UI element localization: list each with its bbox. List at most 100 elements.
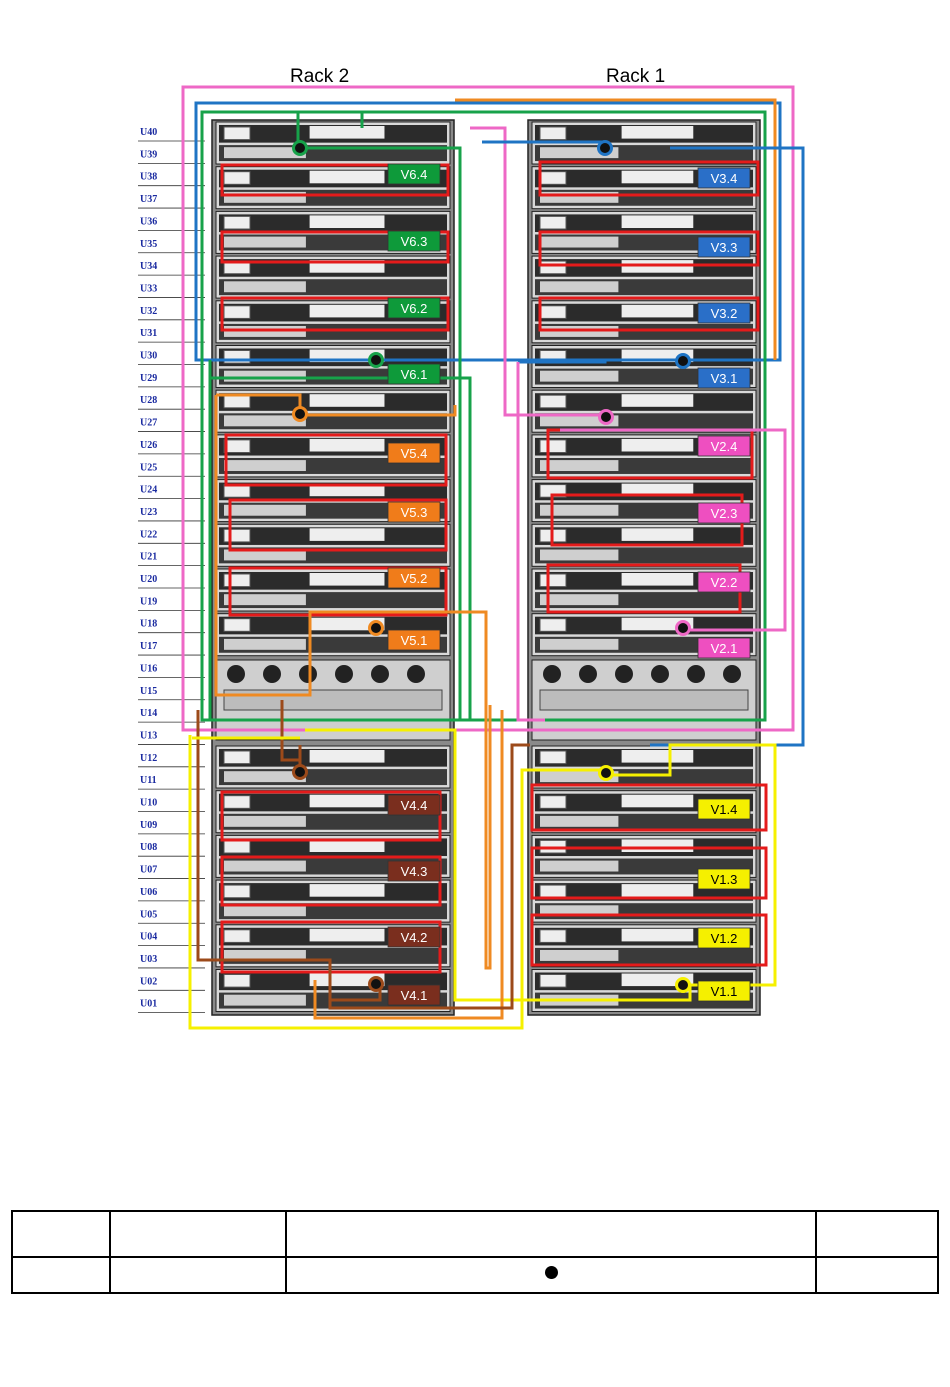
volume-label-text: V6.3	[401, 234, 428, 249]
unit-label: U37	[140, 194, 157, 205]
volume-label-text: V5.1	[401, 633, 428, 648]
volume-label: V4.1	[387, 984, 441, 1006]
volume-label-box	[387, 629, 441, 651]
server-chassis	[215, 523, 451, 567]
volume-label-text: V6.2	[401, 301, 428, 316]
cable	[196, 710, 382, 1002]
volume-label: V3.1	[697, 367, 751, 389]
volume-label-text: V1.4	[711, 802, 738, 817]
power-supply	[223, 618, 251, 632]
cable	[220, 163, 450, 197]
volume-label: V5.2	[387, 567, 441, 589]
volume-label-box	[697, 927, 751, 949]
volume-label: V1.1	[697, 980, 751, 1002]
server-chassis	[215, 745, 451, 789]
server-chassis	[531, 255, 757, 299]
cable	[538, 230, 760, 267]
volume-label-box	[387, 794, 441, 816]
cable	[516, 362, 545, 722]
drive-slot	[224, 638, 306, 650]
legend-cell	[109, 1210, 287, 1258]
unit-label: U40	[140, 127, 157, 138]
unit-label: U10	[140, 798, 157, 809]
power-supply	[223, 215, 251, 230]
drive-slot	[224, 460, 306, 472]
volume-label-box	[387, 230, 441, 252]
io-panel	[309, 394, 385, 407]
cable	[546, 563, 742, 614]
unit-label: U22	[140, 529, 157, 540]
io-panel	[621, 928, 694, 942]
drive-slot	[224, 370, 306, 382]
cable	[208, 360, 472, 722]
power-supply	[223, 974, 251, 988]
drive-slot	[540, 415, 619, 427]
unit-label: U29	[140, 373, 157, 384]
io-panel	[309, 973, 385, 987]
volume-label-box	[697, 367, 751, 389]
volume-label-text: V3.1	[711, 371, 738, 386]
unit-label: U35	[140, 239, 157, 250]
cable	[530, 783, 768, 832]
connection-dot	[597, 140, 613, 156]
unit-label: U39	[140, 149, 157, 160]
power-supply	[539, 394, 567, 409]
volume-label: V1.2	[697, 927, 751, 949]
unit-label: U23	[140, 507, 157, 518]
drive-slot	[540, 860, 619, 872]
io-panel	[621, 884, 694, 897]
cable	[538, 296, 760, 332]
volume-label: V5.4	[387, 442, 441, 464]
io-panel	[309, 215, 385, 228]
connection-dot	[675, 977, 691, 993]
connection-dot	[598, 409, 614, 425]
volume-label-text: V2.2	[711, 575, 738, 590]
drive-slot	[224, 950, 306, 961]
power-supply	[539, 439, 567, 453]
power-supply	[223, 573, 251, 588]
server-chassis	[531, 745, 757, 789]
cable	[530, 846, 768, 900]
power-supply	[539, 260, 567, 275]
volume-label: V1.4	[697, 798, 751, 820]
volume-label-text: V3.3	[711, 240, 738, 255]
volume-label-box	[387, 926, 441, 948]
drive-slot	[540, 771, 619, 783]
unit-label: U24	[140, 485, 157, 496]
connection-dot	[292, 406, 308, 422]
fan-icon	[299, 665, 317, 683]
cable	[560, 428, 787, 632]
io-panel	[621, 215, 694, 228]
volume-label: V6.1	[387, 363, 441, 385]
io-panel	[621, 750, 694, 763]
volume-label-box	[387, 501, 441, 523]
unit-label: U18	[140, 619, 157, 630]
switch-chassis	[531, 659, 757, 741]
unit-label: U28	[140, 395, 157, 406]
fan-icon	[407, 665, 425, 683]
power-supply	[223, 305, 251, 319]
fan-icon	[687, 665, 705, 683]
connection-dot	[368, 976, 384, 992]
power-supply	[539, 795, 567, 809]
volume-label: V6.3	[387, 230, 441, 252]
legend-cell	[285, 1210, 817, 1258]
drive-slot	[540, 147, 619, 159]
legend-cell	[11, 1256, 111, 1294]
fan-icon	[543, 665, 561, 683]
unit-label: U08	[140, 842, 157, 853]
volume-label: V3.4	[697, 167, 751, 189]
fan-icon	[371, 665, 389, 683]
drive-slot	[224, 549, 306, 561]
drive-slot	[540, 504, 619, 516]
volume-label: V6.2	[387, 297, 441, 319]
unit-label: U12	[140, 753, 157, 764]
volume-label: V6.4	[387, 163, 441, 185]
io-panel	[309, 884, 385, 897]
volume-label-text: V1.2	[711, 931, 738, 946]
volume-label-box	[697, 502, 751, 524]
legend-cell	[815, 1210, 939, 1258]
unit-label: U17	[140, 641, 157, 652]
power-supply	[539, 974, 567, 988]
power-supply	[223, 171, 251, 185]
